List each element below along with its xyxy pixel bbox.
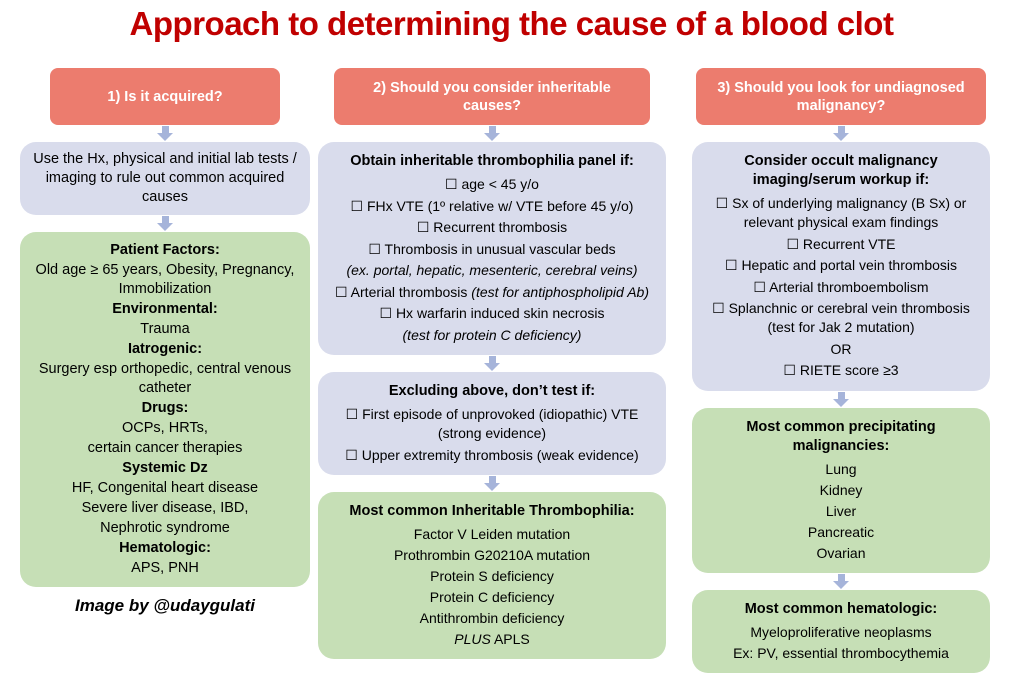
box-title: Most common hematologic: xyxy=(744,600,938,617)
acquired-intro-box: Use the Hx, physical and initial lab tes… xyxy=(20,142,310,215)
malignancy-header-box: 3) Should you look for undiagnosed malig… xyxy=(696,68,986,125)
down-arrow-icon xyxy=(833,573,849,589)
hematologic-box: Most common hematologic: Myeloproliferat… xyxy=(692,589,990,673)
down-arrow-icon xyxy=(833,391,849,407)
factor-line: Severe liver disease, IBD, xyxy=(81,500,249,516)
checklist-note: (ex. portal, hepatic, mesenteric, cerebr… xyxy=(346,262,638,278)
factor-line: Nephrotic syndrome xyxy=(100,520,230,536)
common-thrombophilia-box: Most common Inheritable Thrombophilia: F… xyxy=(318,492,666,659)
box-title: Most common Inheritable Thrombophilia: xyxy=(349,503,635,519)
box-title: Obtain inheritable thrombophilia panel i… xyxy=(350,153,634,169)
factor-line: APS, PNH xyxy=(131,560,199,576)
dont-test-box: Excluding above, don’t test if: ☐ First … xyxy=(318,372,666,475)
factor-line: Hematologic: xyxy=(119,540,211,556)
column-inheritable: 2) Should you consider inheritable cause… xyxy=(318,68,666,659)
factor-line: Old age ≥ 65 years, Obesity, Pregnancy, … xyxy=(35,262,295,297)
list-item: Protein C deficiency xyxy=(429,589,555,605)
factor-line: Drugs: xyxy=(141,400,189,416)
factor-line: Surgery esp orthopedic, central venous c… xyxy=(38,361,292,396)
intro-text: Use the Hx, physical and initial lab tes… xyxy=(33,151,297,205)
checklist-item: ☐ Sx of underlying malignancy (B Sx) or … xyxy=(715,195,967,230)
checklist-item: ☐ Recurrent VTE xyxy=(786,235,896,252)
column-malignancy: 3) Should you look for undiagnosed malig… xyxy=(692,68,990,673)
checklist-item: ☐ First episode of unprovoked (idiopathi… xyxy=(345,406,639,441)
list-item: Liver xyxy=(825,502,857,519)
checklist-item: ☐ Hx warfarin induced skin necrosis xyxy=(379,305,605,321)
thrombophilia-panel-box: Obtain inheritable thrombophilia panel i… xyxy=(318,142,666,355)
list-item: Protein S deficiency xyxy=(430,568,554,584)
checklist-item: ☐ Upper extremity thrombosis (weak evide… xyxy=(345,446,639,463)
down-arrow-icon xyxy=(484,476,500,491)
factor-line: Patient Factors: xyxy=(110,242,220,258)
inheritable-header-box: 2) Should you consider inheritable cause… xyxy=(334,68,650,125)
factor-line: Environmental: xyxy=(112,301,218,317)
checklist-item: ☐ Hepatic and portal vein thrombosis xyxy=(725,257,957,273)
checklist-item: ☐ Thrombosis in unusual vascular beds xyxy=(368,240,616,257)
down-arrow-icon xyxy=(484,126,500,141)
checklist-item: ☐ Splanchnic or cerebral vein thrombosis… xyxy=(712,300,970,335)
checklist-item: ☐ Recurrent thrombosis xyxy=(416,219,568,235)
box-title: Excluding above, don’t test if: xyxy=(388,383,596,399)
checklist-item: ☐ FHx VTE (1º relative w/ VTE before 45 … xyxy=(350,197,634,214)
or-separator: OR xyxy=(830,340,852,357)
factor-line: OCPs, HRTs, xyxy=(122,420,208,436)
list-item: Antithrombin deficiency xyxy=(419,610,565,626)
checklist-item: ☐ Arterial thromboembolism xyxy=(753,278,929,295)
box-title: Most common precipitating malignancies: xyxy=(746,418,936,454)
list-item: Myeloproliferative neoplasms xyxy=(750,623,932,640)
factor-line: Iatrogenic: xyxy=(127,341,203,357)
list-item: Ovarian xyxy=(816,544,866,561)
checklist-note: (test for protein C deficiency) xyxy=(402,326,582,343)
column-acquired: 1) Is it acquired? Use the Hx, physical … xyxy=(20,68,310,616)
precipitating-malignancies-box: Most common precipitating malignancies: … xyxy=(692,407,990,573)
factor-line: HF, Congenital heart disease xyxy=(71,480,259,496)
list-item: Pancreatic xyxy=(807,523,875,540)
image-credit: Image by @udaygulati xyxy=(74,596,255,615)
occult-workup-box: Consider occult malignancy imaging/serum… xyxy=(692,142,990,391)
list-item: Lung xyxy=(825,460,857,477)
down-arrow-icon xyxy=(157,126,173,141)
checklist-item: ☐ age < 45 y/o xyxy=(445,176,539,192)
box-title: Consider occult malignancy imaging/serum… xyxy=(744,153,938,188)
checklist-item: ☐ RIETE score ≥3 xyxy=(783,362,899,378)
checklist-item: ☐ Arterial thrombosis (test for antiphos… xyxy=(335,283,649,300)
down-arrow-icon xyxy=(157,216,173,231)
list-item: Ex: PV, essential thrombocythemia xyxy=(733,644,949,661)
page-title: Approach to determining the cause of a b… xyxy=(129,5,894,42)
down-arrow-icon xyxy=(833,126,849,141)
acquired-header-box: 1) Is it acquired? xyxy=(50,68,280,125)
down-arrow-icon xyxy=(484,356,500,371)
acquired-factors-box: Patient Factors: Old age ≥ 65 years, Obe… xyxy=(20,232,310,587)
factor-line: Trauma xyxy=(140,321,190,337)
list-item: Kidney xyxy=(819,481,863,498)
list-item: Factor V Leiden mutation xyxy=(413,526,571,542)
list-item: PLUS APLS xyxy=(454,631,530,647)
factor-line: Systemic Dz xyxy=(122,460,208,476)
factor-line: certain cancer therapies xyxy=(87,440,243,456)
list-item: Prothrombin G20210A mutation xyxy=(393,547,591,563)
